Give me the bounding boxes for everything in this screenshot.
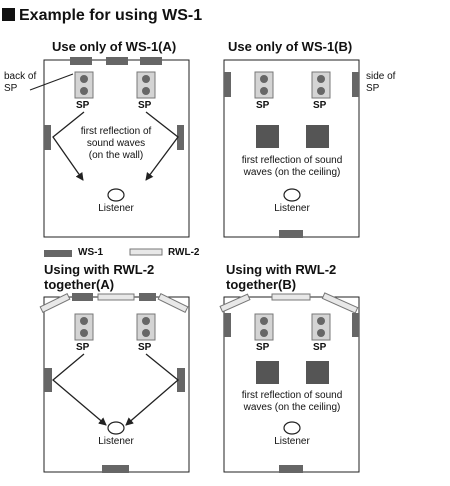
diagram-heading: Example for using WS-1	[2, 7, 202, 25]
ws1-panel	[177, 125, 184, 150]
ws1-panel	[177, 368, 185, 392]
legend-ws1-label: WS-1	[78, 247, 103, 258]
speaker-label: SP	[76, 342, 90, 353]
speaker-icon	[254, 313, 274, 341]
room-outline	[43, 296, 190, 473]
speaker-label: SP	[256, 100, 270, 111]
speaker-label: SP	[256, 342, 270, 353]
panel-title: Using with RWL-2 together(B)	[226, 262, 337, 292]
speaker-icon	[74, 71, 94, 99]
ws1-panel	[70, 57, 92, 65]
legend-rwl2-swatch	[129, 248, 163, 256]
ws1-panel	[352, 72, 359, 97]
legend-ws1-swatch	[44, 250, 72, 257]
listener-label: Listener	[98, 436, 134, 447]
callout-side-of-sp: side of SP	[366, 71, 396, 94]
listener-label: Listener	[274, 203, 310, 214]
panel-title: Use only of WS-1(B)	[228, 39, 353, 54]
rwl2-panel	[219, 293, 251, 313]
reflection-text: first reflection of sound waves (on the …	[241, 390, 343, 413]
reflection-arrow	[125, 353, 180, 426]
rwl2-panel	[39, 293, 71, 313]
panel-ws1-a	[29, 57, 190, 238]
listener-label: Listener	[98, 203, 134, 214]
reflection-arrow	[52, 111, 85, 181]
rwl2-panel	[157, 293, 189, 313]
listener-icon	[107, 188, 125, 202]
panel-ws1-b	[223, 59, 360, 238]
ws1-panel	[72, 293, 93, 301]
listener-icon	[283, 188, 301, 202]
panel-rwl2-b	[219, 292, 360, 473]
room-outline	[43, 59, 190, 238]
speaker-label: SP	[138, 342, 152, 353]
reflection-text: first reflection of sound waves (on the …	[80, 126, 152, 161]
reflection-text: first reflection of sound waves (on the …	[241, 155, 343, 178]
speaker-label: SP	[313, 100, 327, 111]
ceiling-reflection-ws1	[256, 125, 279, 148]
ws1-panel	[224, 72, 231, 97]
ws1-panel	[44, 125, 51, 150]
ws1-panel	[102, 465, 129, 473]
listener-label: Listener	[274, 436, 310, 447]
room-outline	[223, 296, 360, 473]
legend	[44, 248, 163, 257]
reflection-arrow	[145, 111, 179, 181]
speaker-label: SP	[313, 342, 327, 353]
callout-back-of-sp: back of SP	[4, 71, 37, 94]
speaker-icon	[311, 71, 331, 99]
heading-text: Example for using WS-1	[19, 7, 203, 24]
ws1-panel	[279, 230, 303, 238]
callout-line	[29, 73, 74, 91]
ws1-panel	[352, 313, 359, 337]
speaker-icon	[136, 71, 156, 99]
rwl2-panel	[271, 293, 311, 301]
ceiling-reflection-ws1	[306, 361, 329, 384]
reflection-arrow	[51, 353, 107, 426]
rwl2-panel	[97, 293, 135, 301]
panel-rwl2-a	[39, 293, 190, 473]
listener-icon	[107, 421, 125, 435]
ws1-panel	[106, 57, 128, 65]
speaker-label: SP	[76, 100, 90, 111]
ws1-panel	[44, 368, 52, 392]
ws1-panel	[224, 313, 231, 337]
speaker-icon	[254, 71, 274, 99]
speaker-label: SP	[138, 100, 152, 111]
ws1-panel	[140, 57, 162, 65]
heading-square-icon	[2, 8, 15, 21]
ws1-panel	[139, 293, 156, 301]
room-outline	[223, 59, 360, 238]
speaker-icon	[136, 313, 156, 341]
speaker-icon	[311, 313, 331, 341]
panel-title: Use only of WS-1(A)	[52, 39, 177, 54]
ceiling-reflection-ws1	[306, 125, 329, 148]
panel-title: Using with RWL-2 together(A)	[44, 262, 155, 292]
ceiling-reflection-ws1	[256, 361, 279, 384]
rwl2-panel	[321, 292, 359, 314]
legend-rwl2-label: RWL-2	[168, 247, 200, 258]
ws1-panel	[279, 465, 303, 473]
listener-icon	[283, 421, 301, 435]
speaker-icon	[74, 313, 94, 341]
